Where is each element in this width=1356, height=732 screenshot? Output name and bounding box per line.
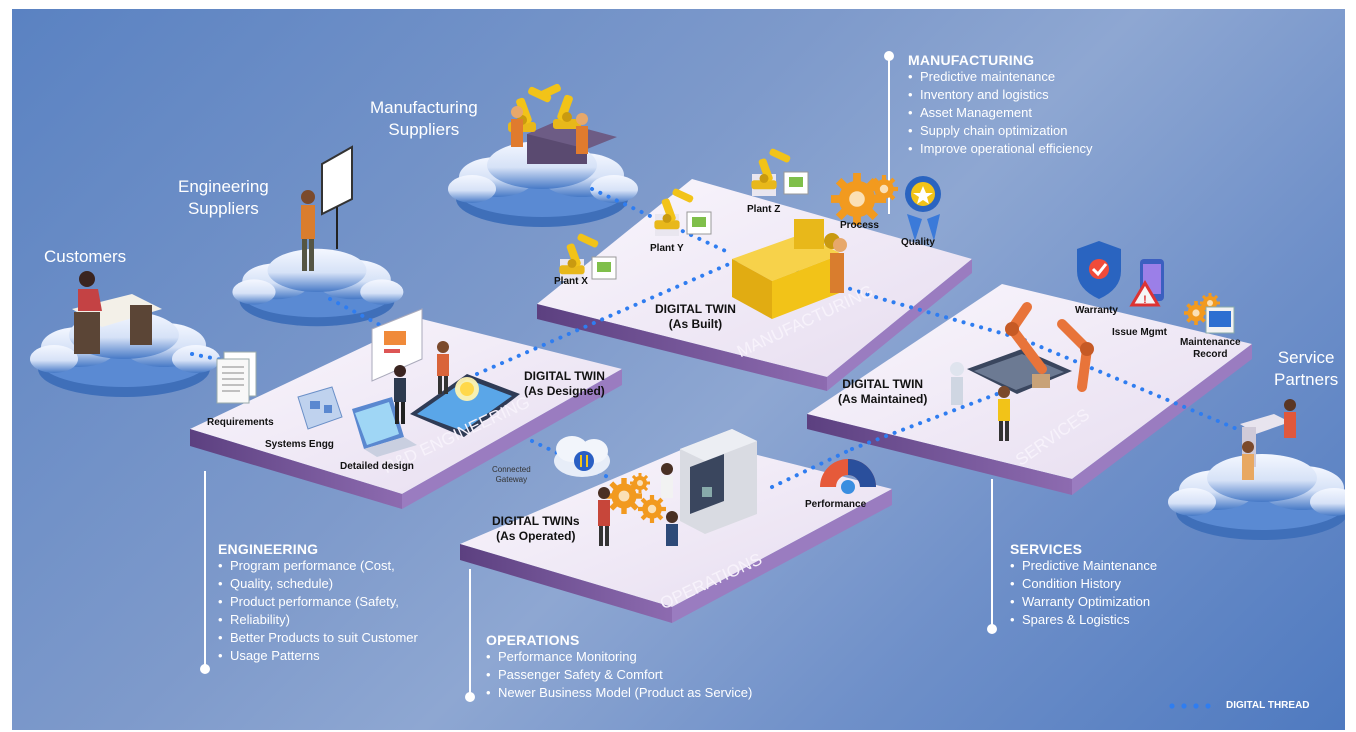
- list-item: Quality, schedule): [218, 575, 418, 593]
- list-item: Inventory and logistics: [908, 86, 1092, 104]
- plant-z-label: Plant Z: [747, 204, 781, 215]
- list-item: Program performance (Cost,: [218, 557, 418, 575]
- engineering-supplier-figure: [301, 145, 353, 271]
- legend-thread-dots: [1169, 703, 1211, 709]
- process-label: Process: [840, 220, 879, 231]
- engineering-section: ENGINEERING Program performance (Cost, Q…: [218, 541, 418, 665]
- services-section-list: Predictive Maintenance Condition History…: [1010, 557, 1157, 629]
- customer-figure: [72, 271, 162, 354]
- list-item: Predictive maintenance: [908, 68, 1092, 86]
- detailed-design-label: Detailed design: [340, 461, 414, 472]
- engineering-section-list: Program performance (Cost, Quality, sche…: [218, 557, 418, 665]
- engineer-figures: [394, 341, 449, 424]
- list-item: Improve operational efficiency: [908, 140, 1092, 158]
- manufacturing-section-title: MANUFACTURING: [908, 52, 1035, 68]
- detailed-design-laptop-icon: [352, 397, 417, 457]
- quality-badge-icon: [905, 176, 941, 241]
- operated-machine: [680, 429, 757, 534]
- warranty-shield-icon: [1077, 241, 1121, 299]
- connected-gateway-cloud-icon: [554, 436, 610, 477]
- service-robots: [950, 302, 1094, 441]
- customers-label: Customers: [44, 247, 127, 266]
- operations-section: OPERATIONS Performance Monitoring Passen…: [486, 632, 752, 702]
- performance-gauge-icon: [820, 459, 876, 494]
- systems-engg-icon: [297, 386, 343, 430]
- plant-x-label: Plant X: [554, 276, 588, 287]
- legend-label: DIGITAL THREAD: [1226, 700, 1310, 711]
- operations-section-title: OPERATIONS: [486, 632, 580, 648]
- list-item: Condition History: [1010, 575, 1157, 593]
- list-item: Performance Monitoring: [486, 648, 752, 666]
- maintenance-record-icon: [1184, 293, 1235, 334]
- plant-robots: [559, 147, 809, 281]
- engineering-section-title: ENGINEERING: [218, 541, 319, 557]
- quality-label: Quality: [901, 237, 935, 248]
- digital-twin-as-maintained: DIGITAL TWIN(As Maintained): [838, 377, 928, 406]
- list-item: Asset Management: [908, 104, 1092, 122]
- diagram-artwork: !: [30, 51, 1345, 709]
- manufacturing-supplier-figure: [508, 82, 617, 164]
- requirements-label: Requirements: [207, 417, 274, 428]
- systems-engg-label: Systems Engg: [265, 439, 334, 450]
- list-item: Usage Patterns: [218, 647, 418, 665]
- list-item: Reliability): [218, 611, 418, 629]
- manufacturing-section-list: Predictive maintenance Inventory and log…: [908, 68, 1092, 158]
- services-section: SERVICES Predictive Maintenance Conditio…: [1010, 541, 1157, 629]
- issue-mgmt-label: Issue Mgmt: [1112, 327, 1168, 338]
- connector-lines: [200, 51, 997, 702]
- list-item: Better Products to suit Customer: [218, 629, 418, 647]
- design-screen-icon: [371, 308, 423, 382]
- plant-y-label: Plant Y: [650, 243, 684, 254]
- operators-figures: [598, 463, 678, 546]
- rnd-platform: [190, 319, 622, 509]
- service-partners-cloud: [1168, 454, 1345, 540]
- process-gear-icon: [831, 173, 898, 225]
- as-built-machine: [732, 219, 847, 319]
- list-item: Newer Business Model (Product as Service…: [486, 684, 752, 702]
- warranty-label: Warranty: [1075, 305, 1118, 316]
- list-item: Spares & Logistics: [1010, 611, 1157, 629]
- list-item: Passenger Safety & Comfort: [486, 666, 752, 684]
- digital-twin-as-built: DIGITAL TWIN(As Built): [655, 302, 736, 331]
- list-item: Warranty Optimization: [1010, 593, 1157, 611]
- list-item: Product performance (Safety,: [218, 593, 418, 611]
- engineering-suppliers-cloud: [232, 248, 404, 327]
- svg-text:!: !: [1143, 294, 1147, 306]
- digital-thread-diagram: !: [12, 9, 1345, 730]
- design-tablet-icon: [410, 374, 520, 437]
- operations-section-list: Performance Monitoring Passenger Safety …: [486, 648, 752, 702]
- digital-twin-as-designed: DIGITAL TWIN(As Designed): [524, 369, 605, 398]
- manufacturing-section: MANUFACTURING Predictive maintenance Inv…: [908, 52, 1092, 158]
- issue-mgmt-phone-icon: !: [1129, 259, 1164, 307]
- digital-twin-as-operated: DIGITAL TWINs(As Operated): [492, 514, 580, 543]
- performance-label: Performance: [805, 499, 867, 510]
- requirements-doc-icon: [216, 351, 257, 404]
- service-partner-figure: [1240, 399, 1296, 480]
- services-section-title: SERVICES: [1010, 541, 1083, 557]
- list-item: Supply chain optimization: [908, 122, 1092, 140]
- list-item: Predictive Maintenance: [1010, 557, 1157, 575]
